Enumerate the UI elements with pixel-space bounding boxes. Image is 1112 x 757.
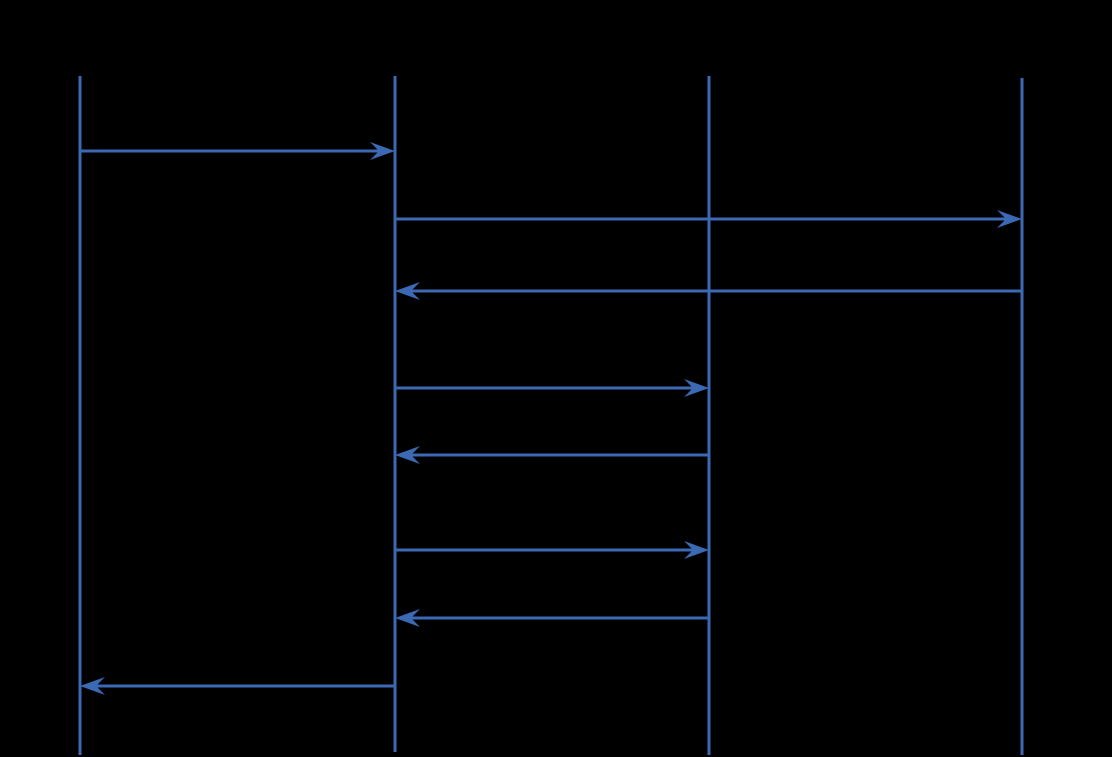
- message-7-arrowhead-icon: [395, 609, 420, 627]
- message-4-arrowhead-icon: [684, 379, 709, 397]
- message-8-arrowhead-icon: [80, 677, 105, 695]
- message-6-arrowhead-icon: [684, 541, 709, 559]
- message-1-arrowhead-icon: [370, 142, 395, 160]
- message-3-arrowhead-icon: [395, 282, 420, 300]
- message-5-arrowhead-icon: [395, 446, 420, 464]
- message-2-arrowhead-icon: [997, 210, 1022, 228]
